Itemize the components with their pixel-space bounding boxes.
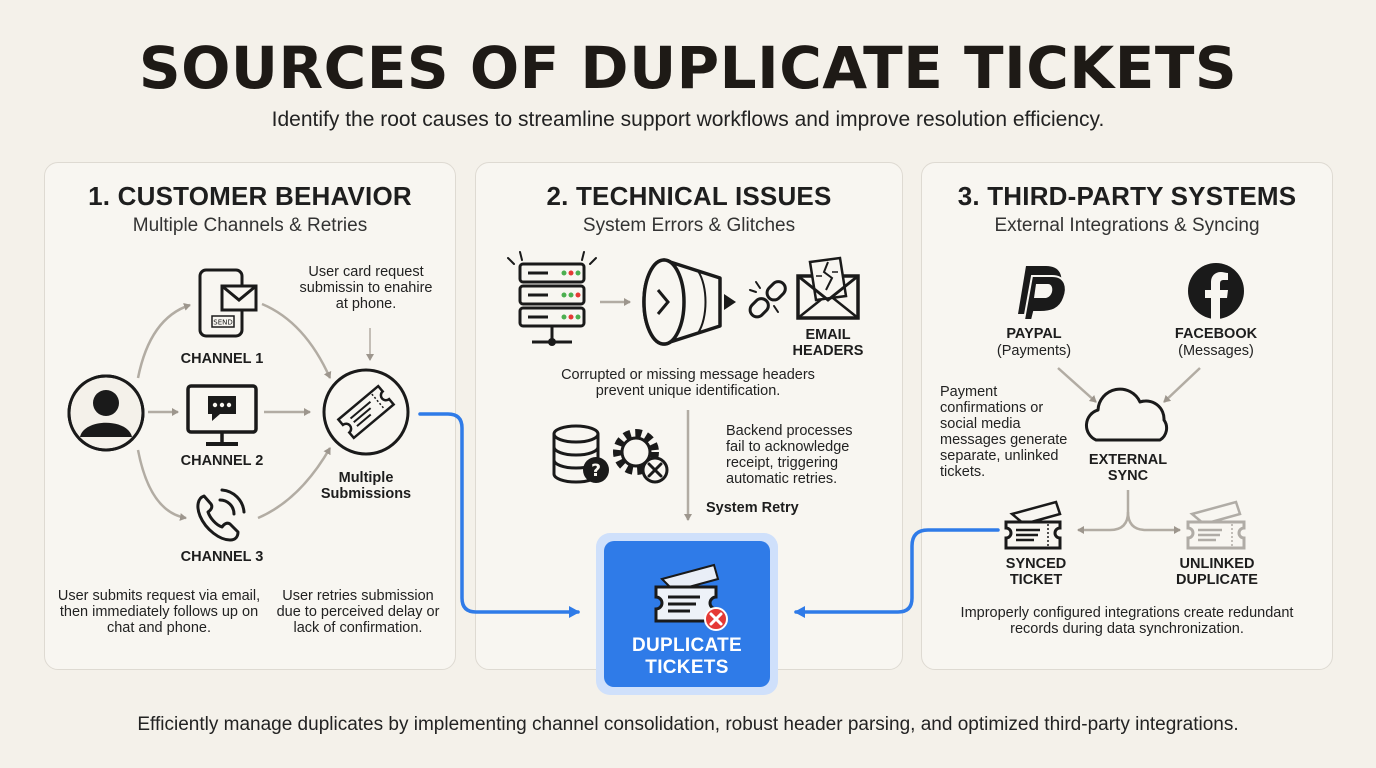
user-icon (67, 374, 145, 452)
synced-ticket-label: SYNCED TICKET (1005, 556, 1067, 588)
channel-2-label: CHANNEL 2 (180, 453, 264, 469)
paypal-sub-label: (Payments) (996, 343, 1072, 359)
note-retries: User retries submission due to perceived… (276, 588, 440, 636)
ticket-stack-icon (1004, 500, 1062, 550)
note-card-request: User card request submissin to enahire a… (299, 264, 433, 312)
page-title: SOURCES OF DUPLICATE TICKETS (138, 34, 1238, 102)
ticket-icon (322, 368, 410, 456)
duplicate-tickets-box: DUPLICATE TICKETS (596, 533, 778, 695)
server-icon (507, 251, 597, 346)
svg-text:?: ? (591, 461, 601, 481)
svg-text:SEND: SEND (213, 319, 233, 327)
system-retry-label: System Retry (706, 500, 799, 516)
note-payment: Payment confirmations or social media me… (940, 384, 1068, 480)
panel-subtitle: External Integrations & Syncing (994, 215, 1260, 236)
note-headers: Corrupted or missing message headers pre… (561, 367, 815, 399)
panel-subtitle: Multiple Channels & Retries (132, 215, 368, 236)
paypal-logo-icon (1018, 266, 1067, 321)
unlinked-duplicate-label: UNLINKED DUPLICATE (1176, 556, 1258, 588)
external-sync-label: EXTERNAL SYNC (1088, 452, 1168, 484)
facebook-logo-icon (1188, 263, 1244, 319)
faded-ticket-icon (1186, 500, 1246, 550)
channel-1-label: CHANNEL 1 (180, 351, 264, 367)
funnel-icon (642, 258, 736, 346)
facebook-label: FACEBOOK (1174, 326, 1258, 342)
cloud-icon (1085, 387, 1169, 442)
broken-link-icon (748, 280, 787, 319)
footer-text: Efficiently manage duplicates by impleme… (137, 714, 1239, 735)
note-backend: Backend processes fail to acknowledge re… (726, 423, 853, 487)
envelope-icon (220, 284, 258, 312)
note-multichannel: User submits request via email, then imm… (57, 588, 261, 636)
panel-title: 3. THIRD-PARTY SYSTEMS (957, 181, 1297, 211)
database-question-icon: ? (552, 424, 609, 484)
note-integrations: Improperly configured integrations creat… (960, 605, 1294, 637)
page-subtitle: Identify the root causes to streamline s… (271, 108, 1105, 131)
duplicate-tickets-label: DUPLICATE TICKETS (631, 635, 742, 678)
multiple-submissions-label: Multiple Submissions (320, 470, 412, 502)
channel-3-label: CHANNEL 3 (180, 549, 264, 565)
duplicate-ticket-icon (654, 563, 728, 631)
panel-title: 1. CUSTOMER BEHAVIOR (88, 181, 412, 211)
broken-envelope-icon (796, 256, 860, 320)
phone-call-icon (196, 488, 246, 542)
monitor-chat-icon (186, 384, 258, 446)
facebook-sub-label: (Messages) (1178, 343, 1254, 359)
gear-error-icon (613, 429, 669, 484)
panel-subtitle: System Errors & Glitches (582, 215, 796, 236)
panel-title: 2. TECHNICAL ISSUES (546, 181, 832, 211)
email-headers-label: EMAIL HEADERS (792, 327, 864, 359)
paypal-label: PAYPAL (1006, 326, 1062, 342)
